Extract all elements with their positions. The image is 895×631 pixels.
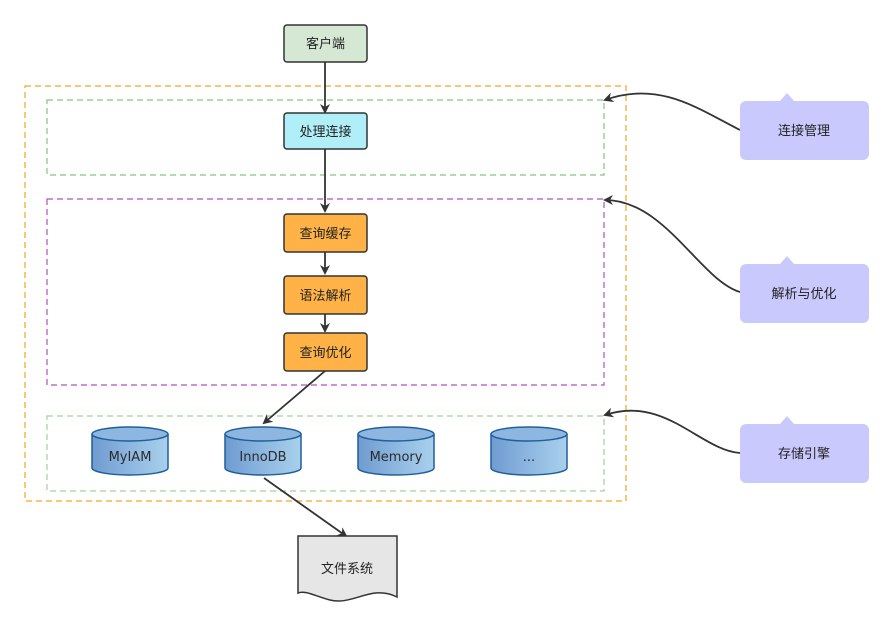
query-optimize-node: 查询优化 [283,332,368,372]
engine-myiam-cylinder: MyIAM [91,426,169,476]
callout-storage-engine: 存储引擎 [740,416,869,483]
connection-handling-label: 处理连接 [299,124,351,140]
connector-parse-optimize [603,195,741,293]
query-cache-label: 查询缓存 [299,227,351,242]
connection-handling-node: 处理连接 [283,112,368,150]
connector-storage-engine [603,407,741,454]
file-system-label: 文件系统 [321,562,373,577]
syntax-parse-label: 语法解析 [299,289,351,304]
arrow-innodb-to-filesystem [263,477,348,538]
parse-optimize-layer-boundary [46,198,605,386]
engine-memory-cylinder: Memory [357,426,435,476]
callout-storage-engine-label: 存储引擎 [778,447,830,462]
connector-connection-management [603,92,741,131]
syntax-parse-node: 语法解析 [283,275,368,315]
engine-innodb-label: InnoDB [239,450,286,465]
query-cache-node: 查询缓存 [283,213,368,253]
callout-connection-management: 连接管理 [740,93,869,160]
callout-connection-management-label: 连接管理 [778,123,830,139]
engine-memory-label: Memory [370,450,423,465]
storage-engine-layer-boundary [46,415,605,492]
arrow-optimize-to-innodb [262,370,326,425]
client-label: 客户端 [306,36,345,52]
engine-other-label: ... [523,450,535,465]
callout-parse-and-optimize: 解析与优化 [740,256,869,323]
query-optimize-label: 查询优化 [299,346,351,361]
client-node: 客户端 [283,24,368,63]
callout-parse-and-optimize-label: 解析与优化 [771,287,836,302]
file-system-node: 文件系统 [297,535,398,602]
engine-innodb-cylinder: InnoDB [224,426,302,476]
engine-myiam-label: MyIAM [109,450,152,465]
engine-other-cylinder: ... [490,426,568,476]
